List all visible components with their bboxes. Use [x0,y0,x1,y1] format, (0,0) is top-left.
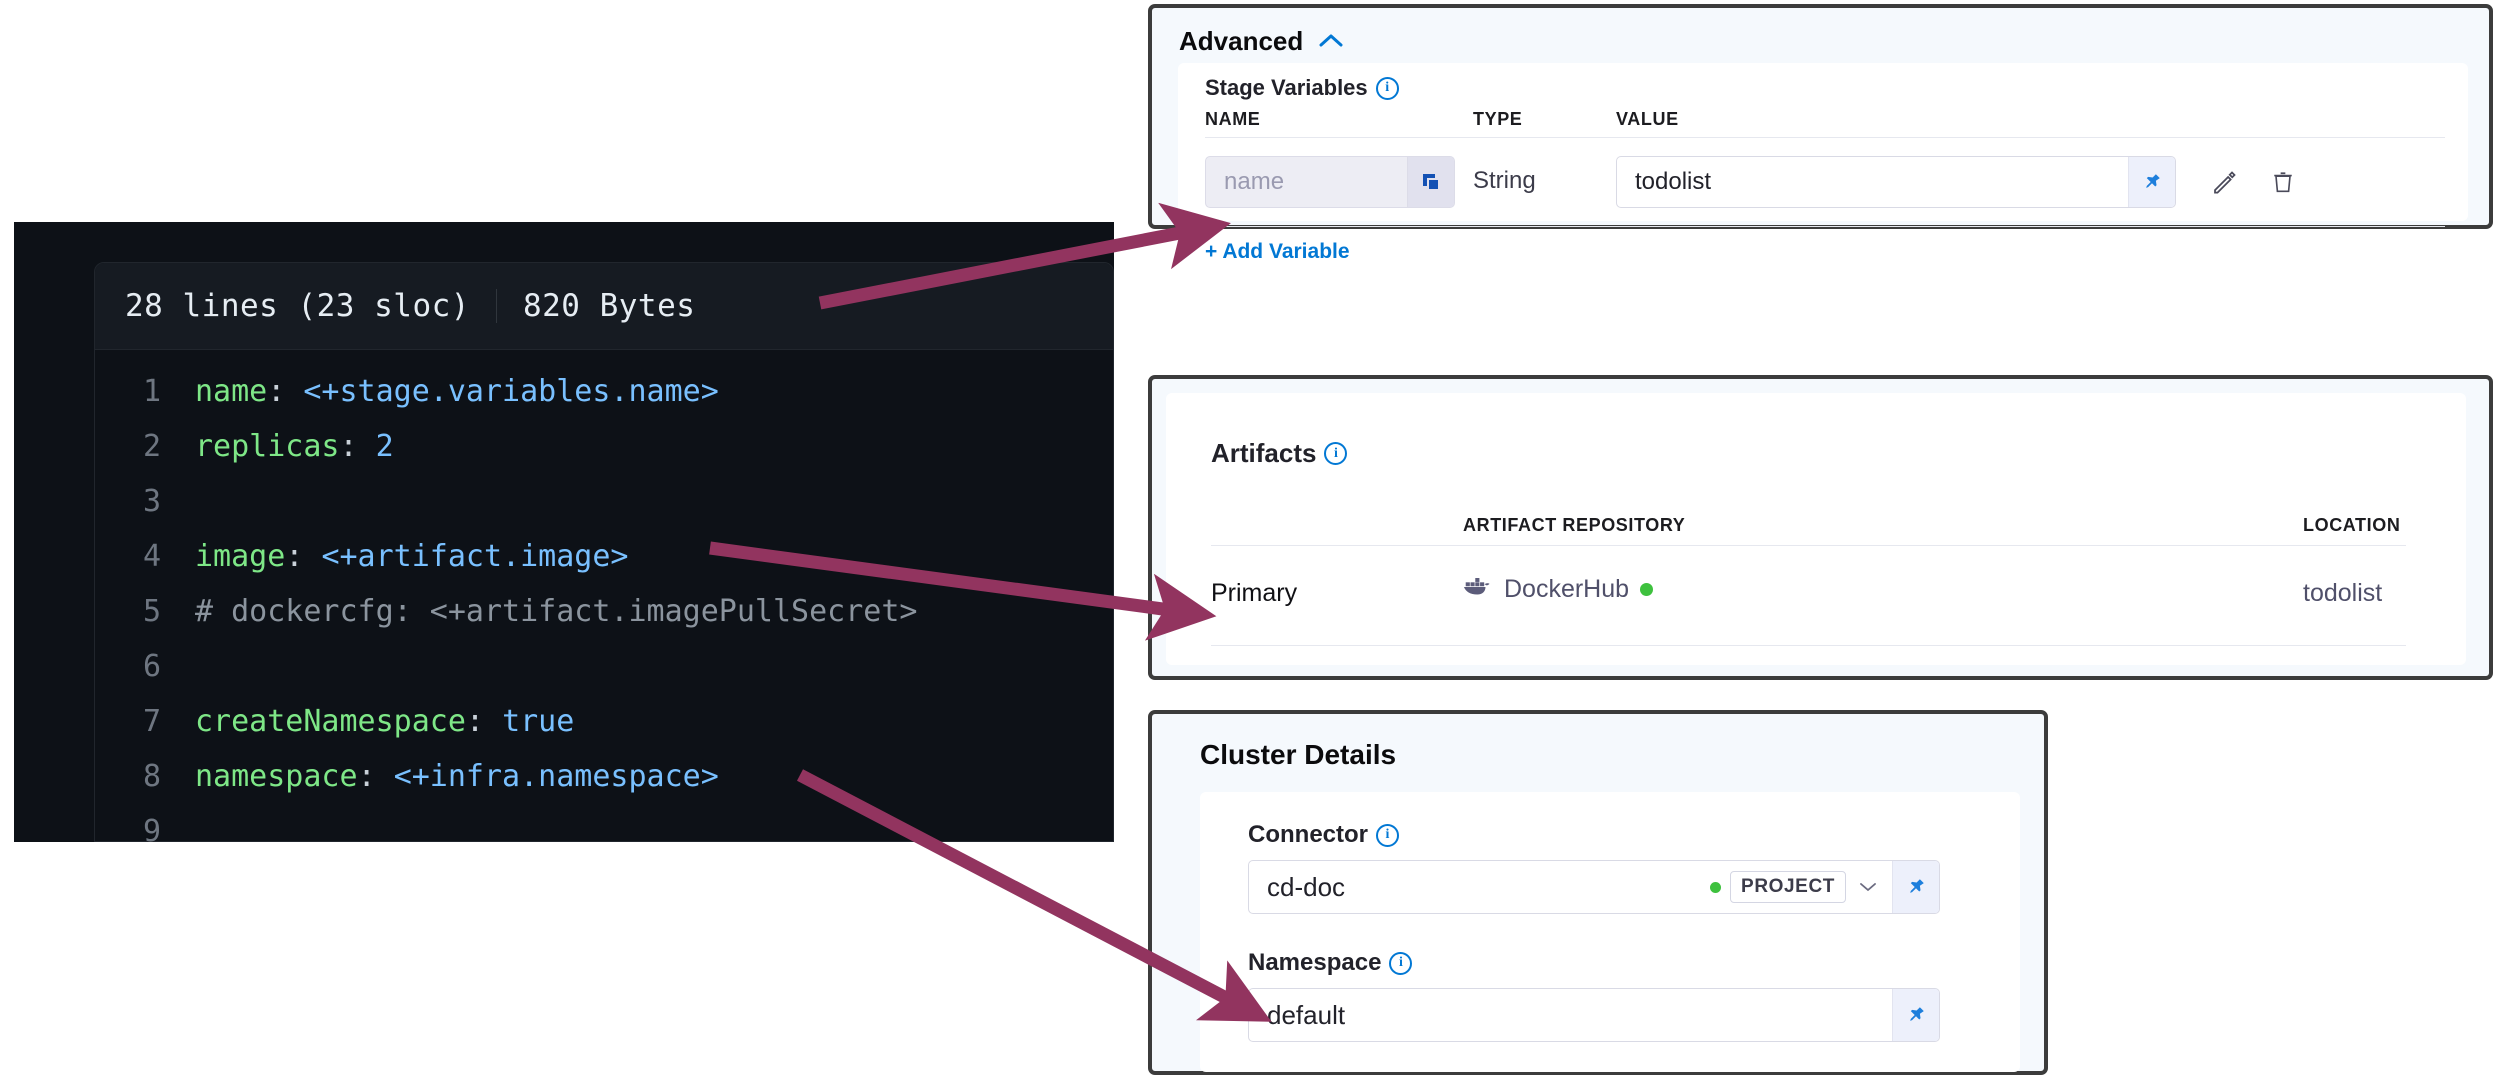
namespace-value: default [1267,999,1346,1030]
variable-value-input[interactable]: todolist [1616,156,2176,208]
code-line-text: createNamespace: true [195,704,575,739]
column-header-value: VALUE [1616,109,1679,129]
cluster-details-card: Cluster Details Connector i cd-doc PROJE… [1148,710,2048,1075]
cluster-details-body: Connector i cd-doc PROJECT Namespace i d… [1200,792,2020,1072]
code-viewer-panel: 28 lines (23 sloc) 820 Bytes 1 name: <+st… [14,222,1114,842]
code-line-number: 7 [142,704,161,739]
code-size-meta: 820 Bytes [522,288,696,324]
namespace-label: Namespace i [1248,949,1413,977]
code-line-number: 9 [142,814,161,842]
scope-tag: PROJECT [1730,871,1846,903]
table-row[interactable]: Primary DockerHub todolist [1211,575,2451,617]
code-meta-divider [495,289,497,323]
code-line: 9 [95,804,1113,842]
column-header-artifact-repository: ARTIFACT REPOSITORY [1463,515,1686,535]
artifacts-label: Artifacts i [1211,438,1348,469]
code-line: 6 [95,639,1113,694]
pin-icon[interactable] [1892,861,1939,913]
code-line: 3 [95,474,1113,529]
code-line-number: 3 [142,484,161,519]
trash-icon[interactable] [2265,164,2301,200]
copy-icon[interactable] [1407,157,1454,207]
code-line: 7 createNamespace: true [95,694,1113,749]
info-icon[interactable]: i [1324,442,1348,465]
info-icon[interactable]: i [1375,76,1399,100]
cluster-details-title: Cluster Details [1200,739,1397,770]
status-dot [1710,881,1722,893]
info-icon[interactable]: i [1376,823,1399,847]
code-line-text: namespace: <+infra.namespace> [195,759,719,794]
artifact-repository-name: DockerHub [1504,575,1630,603]
code-lines-meta: 28 lines (23 sloc) [125,288,470,324]
info-icon[interactable]: i [1389,951,1413,975]
code-line-text: # dockercfg: <+artifact.imagePullSecret> [195,594,918,629]
column-header-location: LOCATION [2303,515,2401,535]
code-viewer-box: 28 lines (23 sloc) 820 Bytes 1 name: <+st… [94,262,1114,842]
variable-value-text: todolist [1635,168,1712,195]
pin-icon[interactable] [2128,157,2175,207]
advanced-card: Advanced Stage Variables i NAME TYPE VAL… [1148,4,2493,263]
chevron-down-icon[interactable] [1858,876,1878,899]
artifacts-section: Artifacts i ARTIFACT REPOSITORY LOCATION… [1166,393,2466,665]
pin-icon[interactable] [1892,989,1939,1041]
table-row: name String todolist [1205,156,2455,208]
divider-top [1205,137,2445,138]
column-header-type: TYPE [1473,109,1523,129]
code-line: 5 # dockercfg: <+artifact.imagePullSecret… [95,584,1113,639]
stage-variables-section: Stage Variables i NAME TYPE VALUE name S [1178,63,2468,263]
divider-top [1211,545,2406,546]
code-line: 4 image: <+artifact.image> [95,529,1113,584]
stage-variables-label: Stage Variables i [1205,75,1399,101]
connector-input[interactable]: cd-doc PROJECT [1248,860,1940,914]
code-line: 2 replicas: 2 [95,419,1113,474]
docker-icon [1463,575,1493,604]
artifact-location: todolist [2303,579,2383,607]
status-dot [1640,583,1654,596]
code-line-number: 8 [142,759,161,794]
advanced-title: Advanced [1179,26,1304,56]
code-line-number: 1 [142,374,161,409]
column-header-name: NAME [1205,109,1261,129]
variable-type-value: String [1473,167,1536,194]
code-line-number: 5 [142,594,161,629]
variable-name-input[interactable]: name [1205,156,1455,208]
code-line-number: 4 [142,539,161,574]
chevron-up-icon[interactable] [1318,24,1344,55]
artifacts-card: Artifacts i ARTIFACT REPOSITORY LOCATION… [1148,375,2493,680]
pencil-icon[interactable] [2207,164,2243,200]
code-line-number: 6 [142,649,161,684]
code-line-text: replicas: 2 [195,429,394,464]
code-line-text: image: <+artifact.image> [195,539,629,574]
add-variable-button[interactable]: + Add Variable [1205,240,1350,263]
code-line-number: 2 [142,429,161,464]
code-line: 1 name: <+stage.variables.name> [95,364,1113,419]
connector-value: cd-doc [1267,871,1346,902]
code-viewer-header: 28 lines (23 sloc) 820 Bytes [95,263,1113,350]
advanced-header[interactable]: Advanced [1179,24,1344,57]
divider-bottom [1205,226,2445,227]
code-line: 8 namespace: <+infra.namespace> [95,749,1113,804]
divider-bottom [1211,645,2406,646]
namespace-input[interactable]: default [1248,988,1940,1042]
connector-label: Connector i [1248,821,1399,849]
code-line-text: name: <+stage.variables.name> [195,374,719,409]
artifact-repository-cell: DockerHub [1463,575,1654,604]
variable-name-placeholder: name [1224,168,1285,195]
artifact-kind: Primary [1211,579,1298,607]
code-lines: 1 name: <+stage.variables.name> 2 replicas:… [95,350,1113,842]
